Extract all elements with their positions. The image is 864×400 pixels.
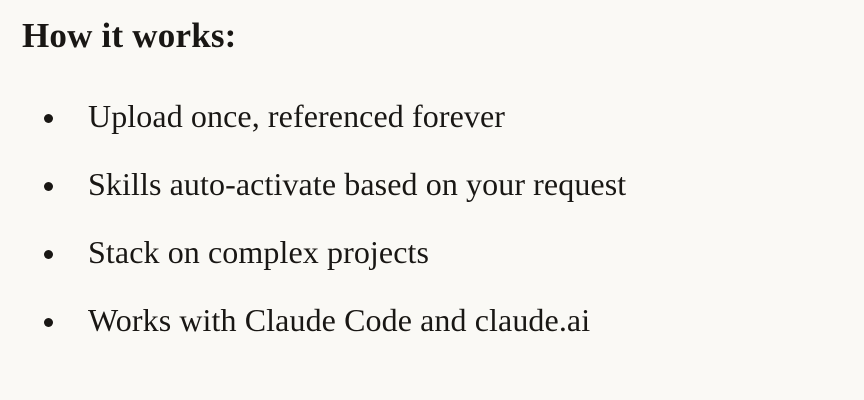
list-item: Skills auto-activate based on your reque… <box>0 163 864 205</box>
bullet-icon <box>44 250 53 259</box>
list-item: Works with Claude Code and claude.ai <box>0 299 864 341</box>
list-item: Stack on complex projects <box>0 231 864 273</box>
list-item: Upload once, referenced forever <box>0 95 864 137</box>
bullet-icon <box>44 114 53 123</box>
page-title: How it works: <box>22 16 237 55</box>
bullet-icon <box>44 182 53 191</box>
list-item-label: Upload once, referenced forever <box>88 98 506 134</box>
how-it-works-list: Upload once, referenced forever Skills a… <box>0 95 864 341</box>
list-item-label: Works with Claude Code and claude.ai <box>88 302 591 338</box>
list-item-label: Skills auto-activate based on your reque… <box>88 166 627 202</box>
list-item-label: Stack on complex projects <box>88 234 430 270</box>
bullet-icon <box>44 318 53 327</box>
